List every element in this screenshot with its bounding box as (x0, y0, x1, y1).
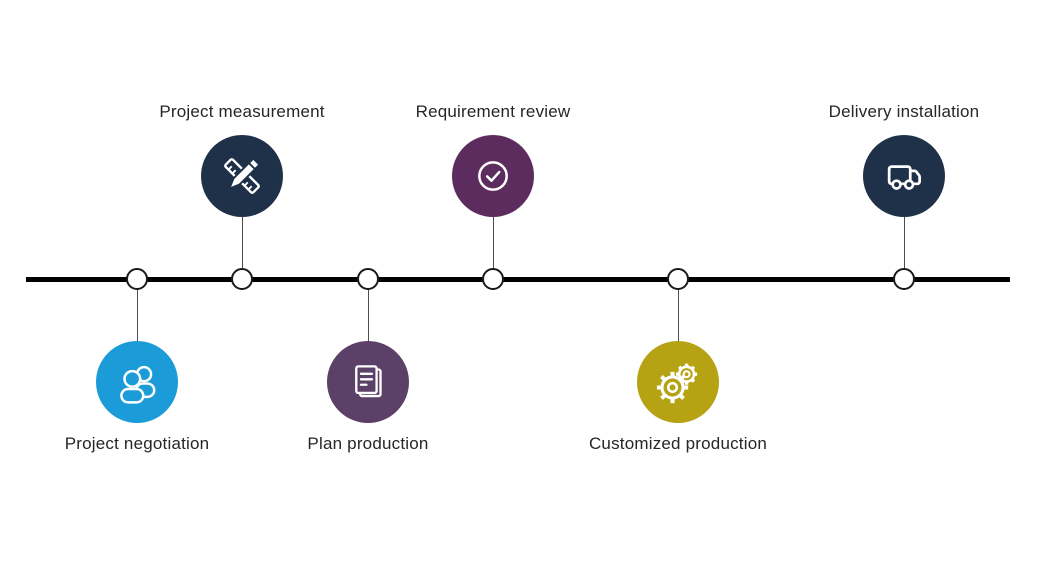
step-label: Customized production (588, 434, 768, 453)
truck-icon (863, 135, 945, 217)
timeline-node (231, 268, 253, 290)
connector-line (367, 281, 369, 343)
timeline-node (357, 268, 379, 290)
timeline-node (482, 268, 504, 290)
timeline-step-project-negotiation: Project negotiation (17, 0, 257, 561)
timeline-node (893, 268, 915, 290)
timeline-node (126, 268, 148, 290)
ruler-pencil-icon (201, 135, 283, 217)
timeline-step-project-measurement: Project measurement (122, 0, 362, 561)
connector-line (241, 214, 243, 279)
check-circle-icon (452, 135, 534, 217)
document-icon (327, 341, 409, 423)
step-label: Plan production (307, 434, 429, 453)
connector-line (136, 281, 138, 343)
timeline-axis (26, 277, 1010, 282)
gears-icon (637, 341, 719, 423)
timeline-node (667, 268, 689, 290)
step-label: Requirement review (415, 102, 571, 121)
timeline-step-plan-production: Plan production (248, 0, 488, 561)
people-icon (96, 341, 178, 423)
timeline-step-delivery-installation: Delivery installation (784, 0, 1024, 561)
step-label: Project negotiation (64, 434, 210, 453)
timeline-step-requirement-review: Requirement review (373, 0, 613, 561)
connector-line (677, 281, 679, 343)
step-label: Delivery installation (828, 102, 980, 121)
timeline-step-customized-production: Customized production (558, 0, 798, 561)
connector-line (492, 214, 494, 279)
step-label: Project measurement (159, 102, 325, 121)
connector-line (903, 214, 905, 279)
